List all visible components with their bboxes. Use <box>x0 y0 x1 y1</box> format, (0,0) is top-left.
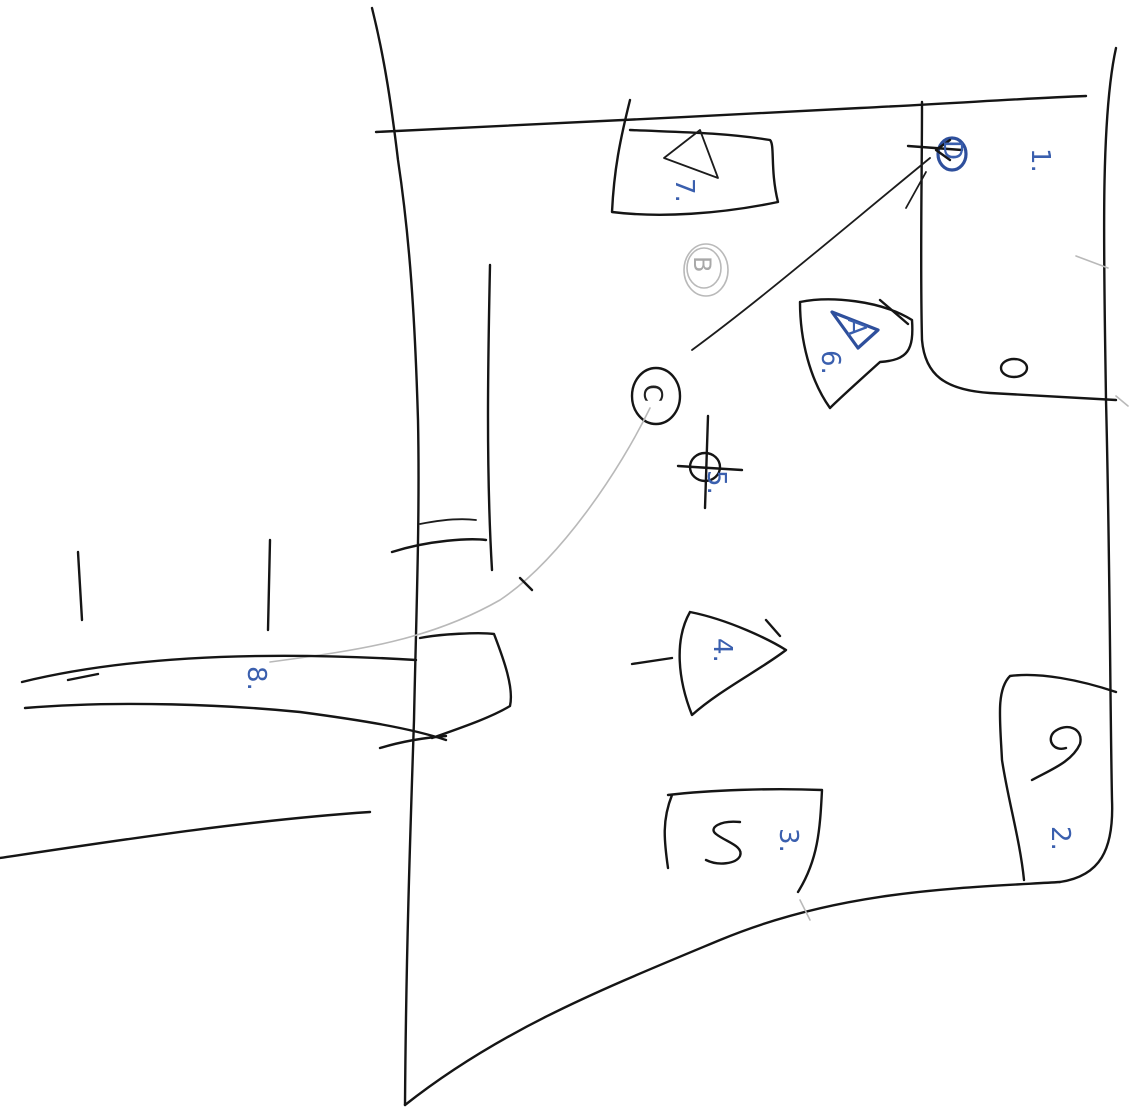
upper-entrance-curve <box>392 539 486 552</box>
label-8: 8. <box>241 666 271 691</box>
faint-path-c-to-8 <box>270 408 650 662</box>
frame-right-edge <box>1060 48 1116 882</box>
left-tick-2 <box>268 540 270 630</box>
area-3-squiggle <box>706 822 741 864</box>
frame-left-edge <box>372 8 419 1105</box>
trajectory-line-to-d <box>692 158 930 350</box>
label-4: 4. <box>707 638 737 663</box>
label-a: A <box>841 318 871 336</box>
label-1: 1. <box>1025 148 1055 173</box>
frame-top-line <box>376 96 1086 132</box>
area-4-shape <box>680 612 786 715</box>
lower-road-line <box>0 812 370 858</box>
inner-wall-line <box>488 265 492 570</box>
label-2: 2. <box>1045 826 1075 851</box>
area-2-swirl <box>1032 727 1081 780</box>
road-lower-edge <box>25 704 446 740</box>
label-c: C <box>637 384 667 402</box>
label-7: 7. <box>669 178 699 203</box>
area-7-triangle <box>664 130 718 178</box>
area-6-stroke <box>880 300 908 324</box>
label-b: B <box>688 256 716 272</box>
left-tick-1 <box>78 552 82 620</box>
label-6: 6. <box>815 350 845 375</box>
entrance-block <box>420 633 511 738</box>
oval-marker <box>1001 359 1027 377</box>
label-d: D <box>937 140 967 160</box>
label-3: 3. <box>773 828 803 853</box>
label-5: 5. <box>701 470 731 495</box>
frame-bottom-curve <box>405 882 1060 1105</box>
